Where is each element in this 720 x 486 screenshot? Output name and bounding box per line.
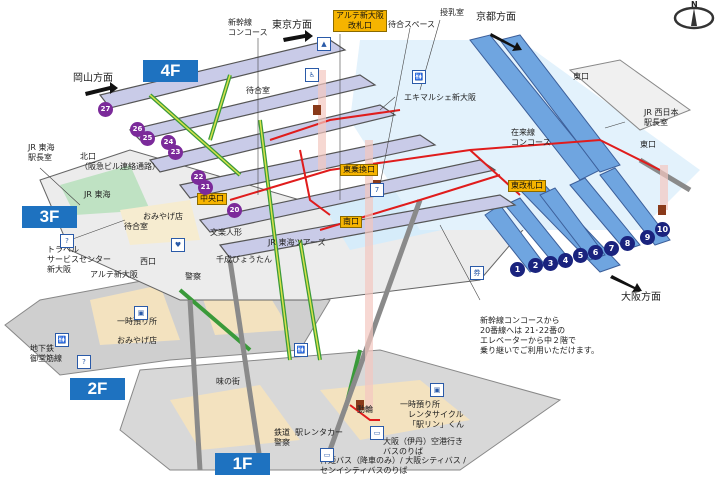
label-east-exit: 東口: [640, 140, 656, 149]
information-2f-icon: ?: [77, 355, 91, 369]
restroom-2f-icon: 🚻: [55, 333, 69, 347]
floor-badge-3f: 3F: [22, 206, 77, 228]
label-aji-no-machi: 味の街: [216, 377, 240, 386]
platform-6[interactable]: 6: [588, 245, 603, 260]
label-travel-service-center: トラベル サービスセンター 新大阪: [47, 245, 111, 274]
elevator-icon: ▲: [317, 37, 331, 51]
floor-badge-1f: 1F: [215, 453, 270, 475]
direction-kyoto: 京都方面: [476, 12, 516, 23]
platform-7[interactable]: 7: [604, 241, 619, 256]
direction-tokyo: 東京方面: [272, 20, 312, 31]
north-compass-icon: [673, 6, 715, 30]
direction-okayama: 岡山方面: [73, 73, 113, 84]
platform-5[interactable]: 5: [573, 248, 588, 263]
locker-1f-icon: ▣: [430, 383, 444, 397]
floor-badge-2f: 2F: [70, 378, 125, 400]
bus-stop-icon: ▭: [370, 426, 384, 440]
gate-minami[interactable]: 南口: [340, 216, 362, 228]
transfer-note: 新幹線コンコースから 20番線へは 21･22番の エレベーターから中２階で 乗…: [480, 316, 599, 355]
label-dowa: 動輪: [357, 405, 373, 414]
wheelchair-icon: ♿: [305, 68, 319, 82]
restroom-1f-icon: 🚻: [294, 343, 308, 357]
track-27[interactable]: 27: [98, 102, 113, 117]
platform-10[interactable]: 10: [655, 222, 670, 237]
bus-stop-2-icon: ▭: [320, 448, 334, 462]
track-20[interactable]: 20: [227, 203, 242, 218]
label-west-exit: 西口: [140, 257, 156, 266]
platform-1[interactable]: 1: [510, 262, 525, 277]
floor-badge-4f: 4F: [143, 60, 198, 82]
restroom-icon: 🚻: [412, 70, 426, 84]
label-police-3f: 警察: [185, 272, 201, 281]
label-waiting-space: 待合スペース: [388, 20, 436, 29]
label-shinkansen-concourse: 新幹線 コンコース: [228, 18, 268, 37]
locker-icon: ▣: [134, 306, 148, 320]
track-26[interactable]: 26: [130, 122, 145, 137]
label-luggage-1f: 一時預り所: [400, 400, 440, 409]
label-souvenir-3f: おみやげ店: [143, 212, 183, 221]
label-sennari: 千成びょうたん: [216, 255, 272, 264]
label-jr-west-office: JR 西日本 駅長室: [644, 108, 679, 127]
information-icon: ?: [60, 234, 74, 248]
label-east-exit-top: 東口: [573, 72, 589, 81]
compass-north-label: N: [691, 0, 698, 9]
label-city-bus: 神姫バス（降車のみ）/ 大阪シティバス / センイシティバスのりば: [320, 456, 466, 475]
label-souvenir-2f: おみやげ店: [117, 336, 157, 345]
label-arute-shin-osaka: アルテ新大阪: [90, 270, 138, 279]
label-north-exit: 北口 （阪急ビル連絡通路）: [80, 152, 160, 171]
gate-arute-shin-osaka[interactable]: アルテ新大阪 改札口: [333, 10, 387, 32]
label-railway-police: 鉄道 警察: [274, 428, 290, 447]
label-ekimarche: エキマルシェ新大阪: [404, 93, 476, 102]
platform-3[interactable]: 3: [543, 256, 558, 271]
track-22[interactable]: 22: [191, 170, 206, 185]
label-conventional-concourse: 在来線 コンコース: [511, 128, 551, 147]
platform-8[interactable]: 8: [620, 236, 635, 251]
platform-4[interactable]: 4: [558, 253, 573, 268]
label-waiting-room-4f: 待合室: [246, 86, 270, 95]
ticket-machine-icon: 券: [470, 266, 484, 280]
label-jr-tokai: JR 東海: [84, 190, 111, 199]
aed-icon: ♥: [171, 238, 185, 252]
gate-higashi-norikae[interactable]: 東乗換口: [340, 164, 378, 176]
convenience-store-icon: 7: [370, 183, 384, 197]
label-jr-central-office: JR 東海 駅長室: [28, 143, 55, 162]
label-nursing-room: 授乳室: [440, 8, 464, 17]
label-airport-bus: 大阪（伊丹）空港行き バスのりば: [383, 437, 463, 456]
label-subway-midosuji: 地下鉄 御堂筋線: [30, 344, 62, 363]
label-rent-a-car: 駅レンタカー: [295, 428, 343, 437]
label-jr-tokai-tours: JR 東海ツアーズ: [268, 238, 326, 247]
gate-chuo[interactable]: 中央口: [197, 193, 227, 205]
label-luggage-2f: 一時預り所: [117, 317, 157, 326]
label-rental-cycle: レンタサイクル 「駅リン」くん: [408, 410, 464, 429]
platform-2[interactable]: 2: [528, 258, 543, 273]
label-bunraku: 文楽人形: [210, 228, 242, 237]
platform-9[interactable]: 9: [640, 230, 655, 245]
track-24[interactable]: 24: [161, 135, 176, 150]
label-waiting-room-3f: 待合室: [124, 222, 148, 231]
gate-higashi-kaisatsu[interactable]: 東改札口: [508, 180, 546, 192]
track-25[interactable]: 25: [140, 131, 155, 146]
direction-osaka: 大阪方面: [621, 292, 661, 303]
